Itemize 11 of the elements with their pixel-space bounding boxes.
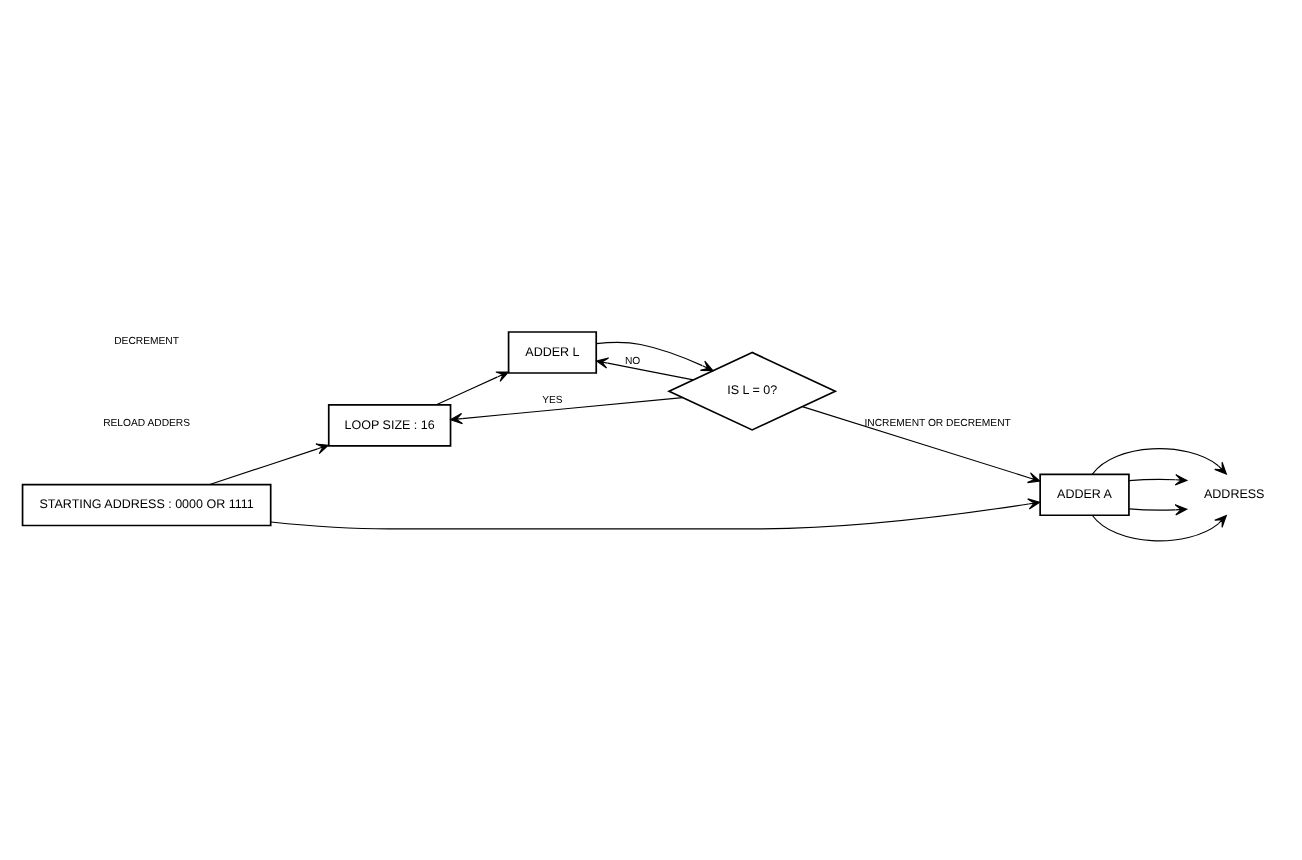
- arrow: [449, 396, 683, 424]
- arrow: [594, 356, 693, 380]
- arrow: [1127, 503, 1187, 515]
- arrow: [269, 497, 1040, 529]
- arrow: [594, 340, 713, 371]
- arrow: [208, 442, 328, 485]
- arrow: [1090, 513, 1226, 541]
- arrow: [800, 405, 1040, 483]
- arrow: [1090, 447, 1226, 474]
- arrow: [434, 370, 508, 405]
- arrow: [1127, 473, 1187, 485]
